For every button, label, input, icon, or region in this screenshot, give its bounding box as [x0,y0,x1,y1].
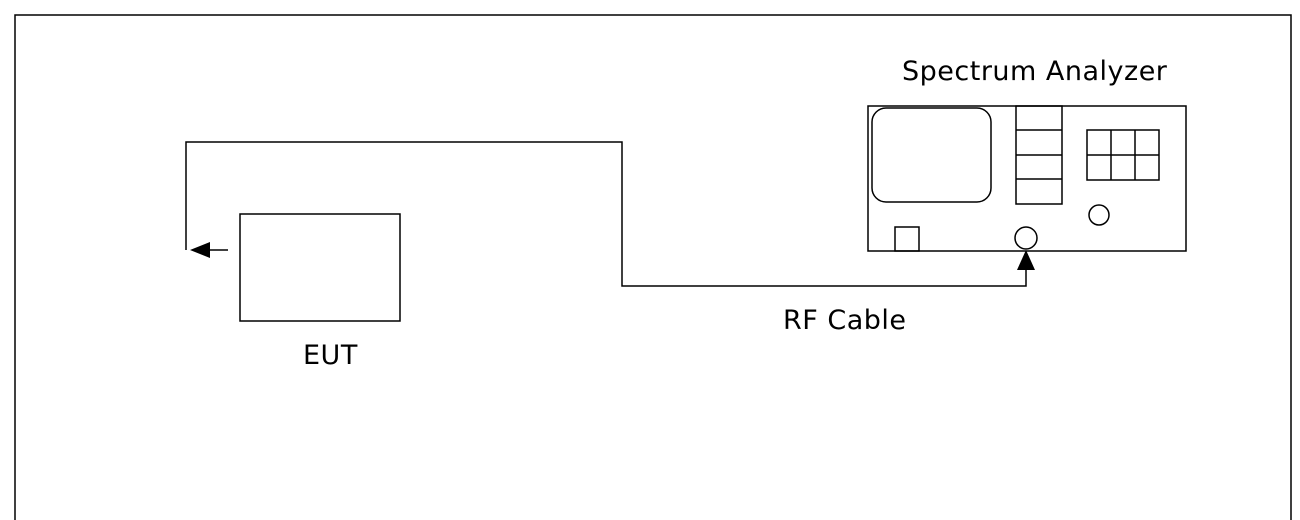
diagram-frame [14,14,1292,520]
cable-arrow-up-icon [1017,250,1035,270]
eut-label: EUT [303,340,358,371]
eut-box [239,213,401,322]
analyzer-input-port [1014,226,1038,250]
analyzer-power-switch [894,226,920,252]
cable-arrow-left-icon [190,242,210,258]
analyzer-screen [871,107,992,203]
spectrum-analyzer-label: Spectrum Analyzer [902,56,1168,87]
spectrum-analyzer-icon [867,105,1187,252]
analyzer-knob [1088,204,1110,226]
rf-cable-line [185,141,1027,287]
rf-cable-label: RF Cable [783,305,907,336]
